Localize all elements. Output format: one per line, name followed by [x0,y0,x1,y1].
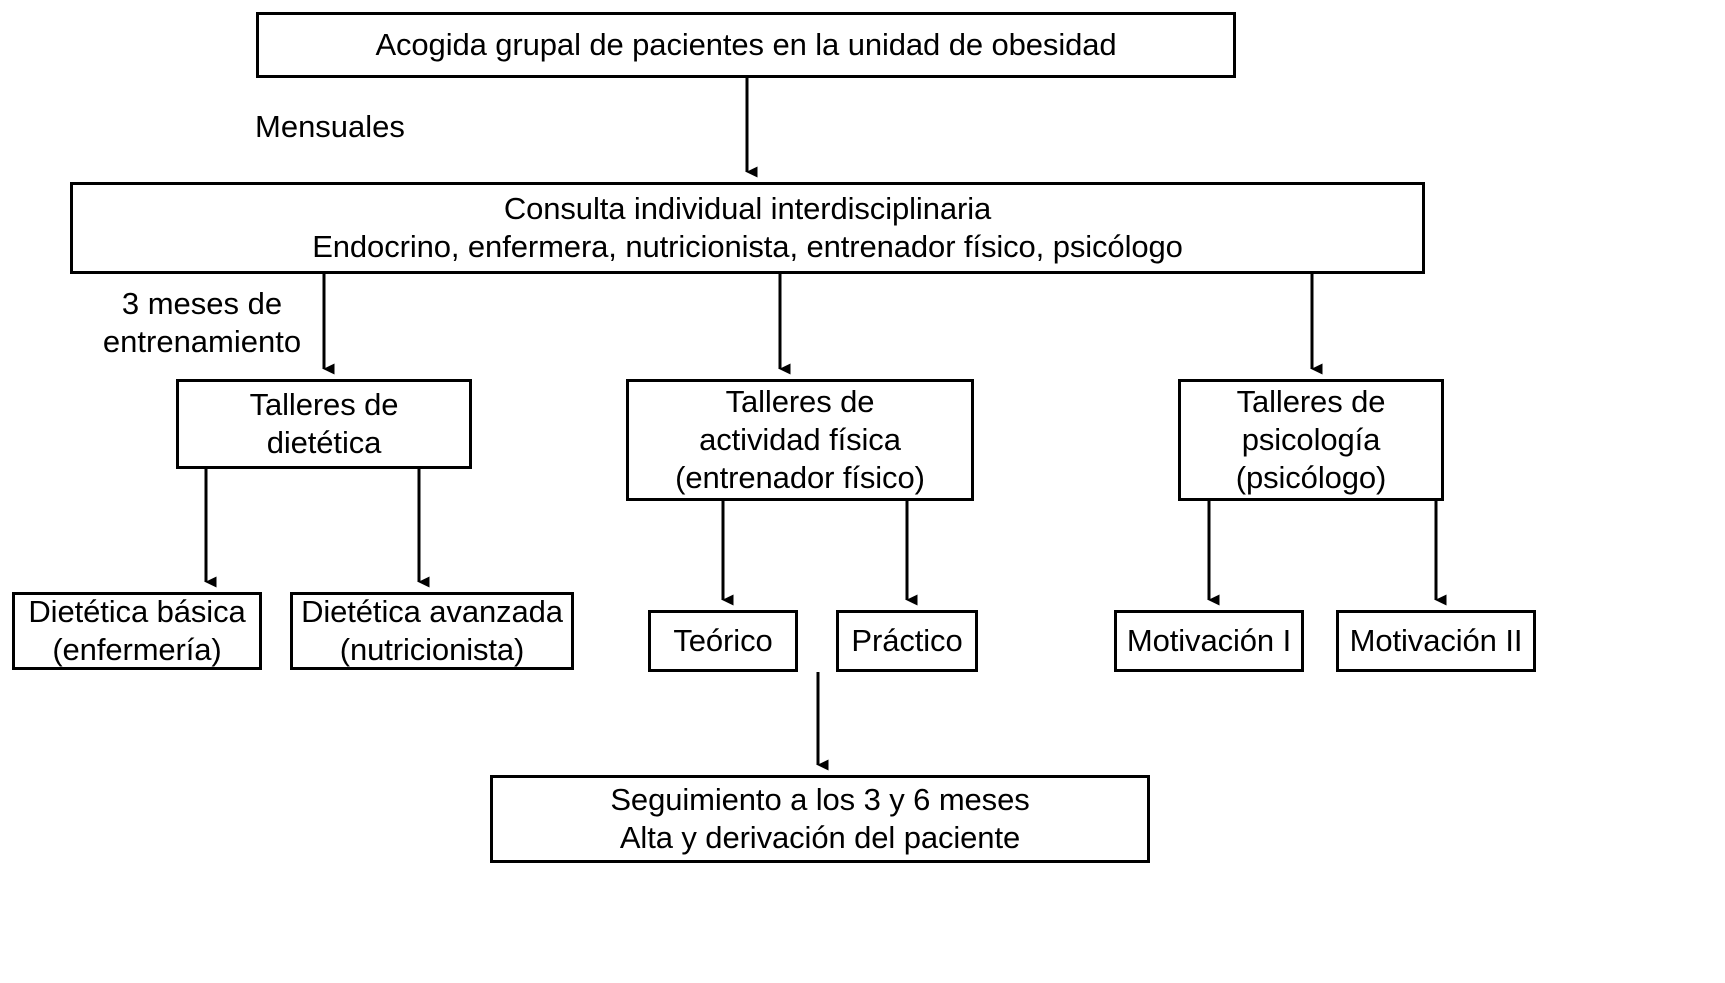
node-talleres-de-actividad-fisica[interactable]: Talleres de actividad física (entrenador… [626,379,974,501]
node-dietetica-basica[interactable]: Dietética básica (enfermería) [12,592,262,670]
node-teorico[interactable]: Teórico [648,610,798,672]
node-talleres-de-dietetica[interactable]: Talleres de dietética [176,379,472,469]
node-motivacion-ii[interactable]: Motivación II [1336,610,1536,672]
node-motivacion-i[interactable]: Motivación I [1114,610,1304,672]
edge-label-monthly: Mensuales [255,109,405,144]
node-consulta-individual-interdisciplinaria[interactable]: Consulta individual interdisciplinaria E… [70,182,1425,274]
edge-label-training-period: 3 meses de entrenamiento [102,286,302,359]
node-practico[interactable]: Práctico [836,610,978,672]
node-intake[interactable]: Acogida grupal de pacientes en la unidad… [256,12,1236,78]
node-talleres-de-psicologia[interactable]: Talleres de psicología (psicólogo) [1178,379,1444,501]
node-seguimiento-alta-derivacion[interactable]: Seguimiento a los 3 y 6 meses Alta y der… [490,775,1150,863]
node-dietetica-avanzada[interactable]: Dietética avanzada (nutricionista) [290,592,574,670]
